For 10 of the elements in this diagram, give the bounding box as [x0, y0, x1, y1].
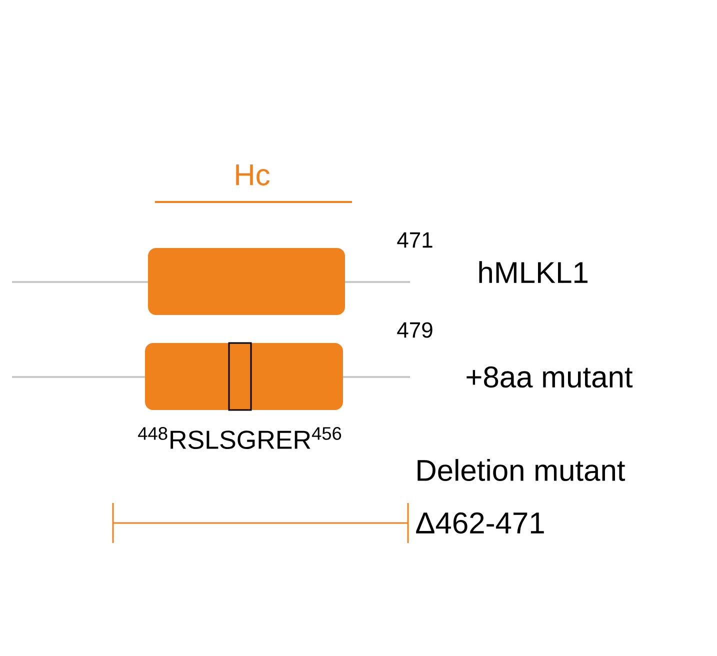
- motif-box: [228, 342, 252, 411]
- domain-label: Hc: [236, 164, 270, 186]
- sequence-label: $^{448}$RSLSGRER$^{456}$: [138, 427, 342, 449]
- mutant-label: Deletion mutant: [418, 458, 626, 482]
- protein-label: +8aa mutant: [466, 366, 633, 388]
- domain-bar: [148, 248, 345, 315]
- protein-label: hMLKL1: [479, 261, 588, 283]
- residue-number: 479: [397, 322, 432, 338]
- residue-number: 471: [397, 232, 432, 248]
- deletion-range-label: Δ462-471: [416, 512, 544, 534]
